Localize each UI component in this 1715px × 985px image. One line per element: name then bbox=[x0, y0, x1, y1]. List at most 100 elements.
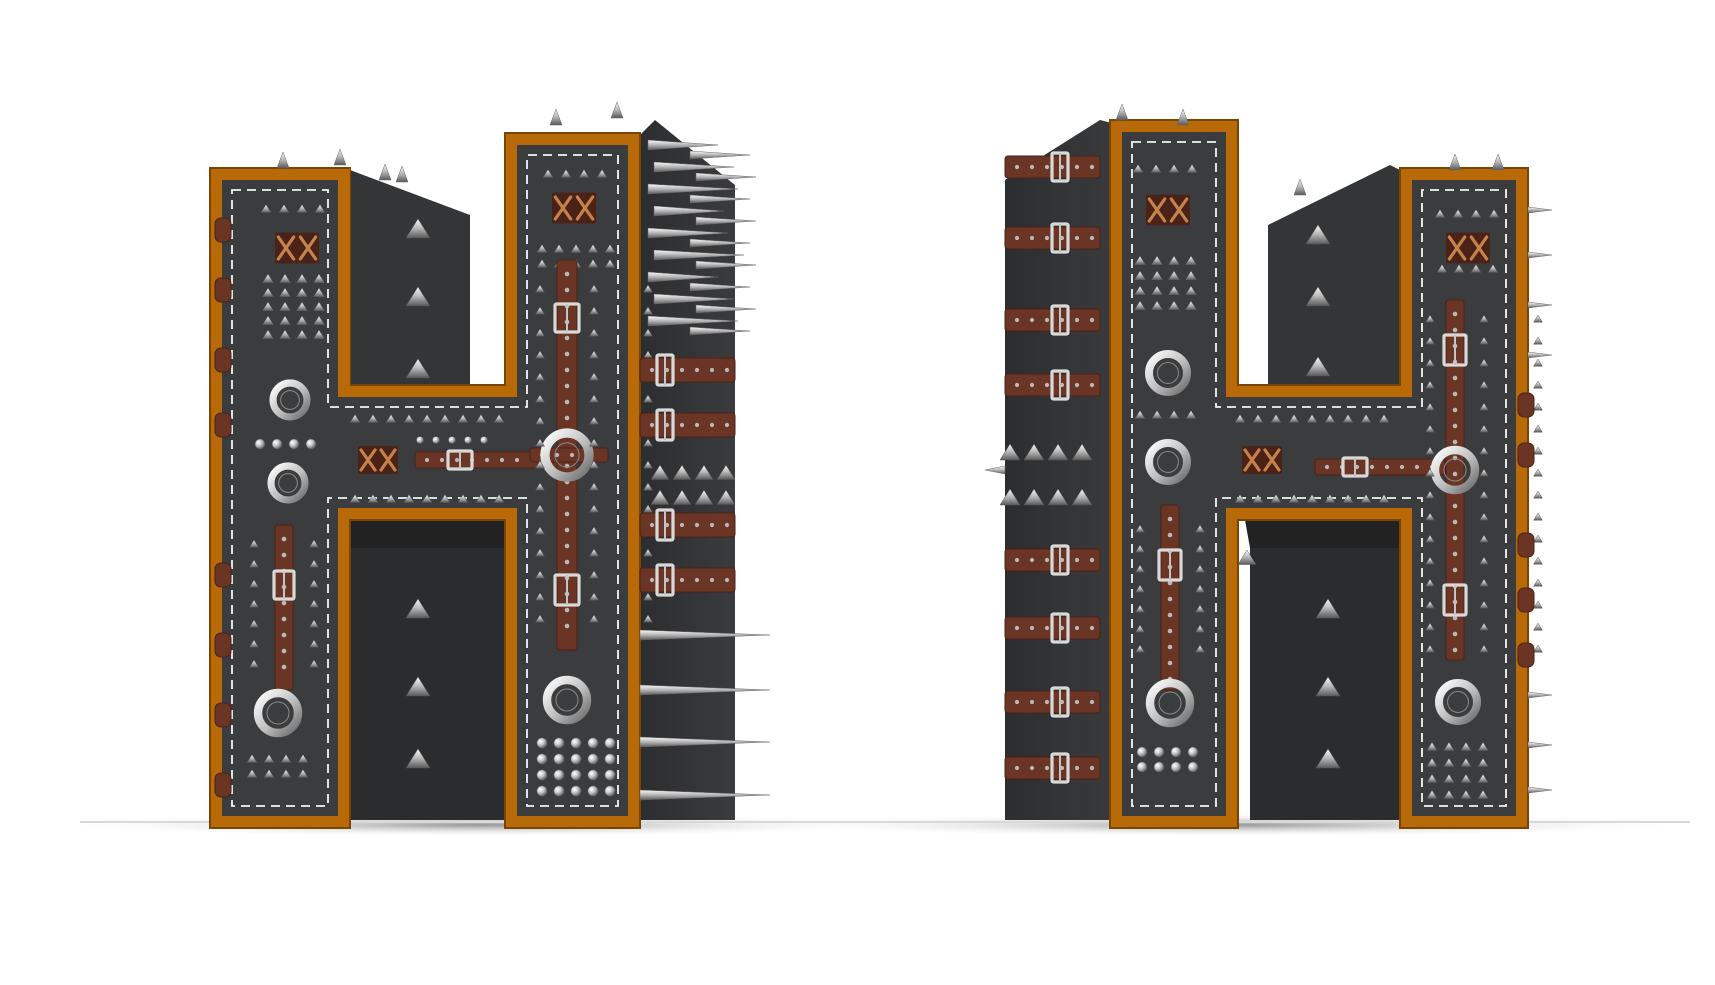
cone-stud bbox=[260, 204, 272, 213]
side-spike bbox=[1527, 206, 1553, 214]
strap-hole bbox=[1167, 580, 1173, 586]
cone-stud bbox=[1425, 556, 1435, 565]
top-spike bbox=[378, 163, 392, 181]
cone-stud bbox=[694, 464, 714, 480]
cone-stud bbox=[1168, 270, 1180, 280]
cone-stud bbox=[1305, 286, 1331, 307]
strap-hole bbox=[1074, 382, 1080, 388]
cone-stud bbox=[1477, 741, 1489, 751]
cone-stud bbox=[309, 639, 319, 648]
cone-stud bbox=[249, 619, 259, 628]
cone-stud bbox=[457, 414, 469, 423]
cone-stud bbox=[309, 619, 319, 628]
side-spike bbox=[639, 629, 771, 641]
cone-stud bbox=[405, 218, 431, 239]
strap-hole bbox=[454, 457, 460, 463]
stud bbox=[570, 785, 582, 797]
cone-stud bbox=[313, 301, 325, 311]
strap-hole bbox=[1452, 519, 1458, 525]
side-loop bbox=[1517, 587, 1535, 613]
cone-stud bbox=[1533, 468, 1543, 477]
cone-stud bbox=[1479, 556, 1489, 565]
cone-stud bbox=[1479, 468, 1489, 477]
side-loop bbox=[1517, 392, 1535, 418]
cone-stud bbox=[405, 286, 431, 307]
strap-hole bbox=[1452, 423, 1458, 429]
strap-hole bbox=[281, 616, 287, 622]
cone-stud bbox=[263, 769, 275, 778]
cone-stud bbox=[650, 489, 670, 505]
cone-stud bbox=[1305, 224, 1331, 245]
cone-stud bbox=[1425, 512, 1435, 521]
cone-stud bbox=[1479, 336, 1489, 345]
strap-hole bbox=[1014, 317, 1020, 323]
stud bbox=[570, 769, 582, 781]
cone-stud bbox=[1470, 264, 1482, 273]
strap-hole bbox=[1452, 551, 1458, 557]
cone-stud bbox=[1185, 300, 1197, 310]
cone-stud bbox=[1135, 604, 1145, 613]
cone-stud bbox=[1342, 414, 1354, 423]
strap-hole bbox=[1452, 631, 1458, 637]
strap-hole bbox=[281, 648, 287, 654]
stud bbox=[1187, 761, 1199, 773]
strap-hole bbox=[1452, 327, 1458, 333]
cone-stud bbox=[1071, 488, 1093, 506]
strap-hole bbox=[564, 527, 570, 533]
cone-stud bbox=[1270, 494, 1282, 503]
strap-hole bbox=[1014, 382, 1020, 388]
cone-stud bbox=[1234, 494, 1246, 503]
strap-hole bbox=[1089, 699, 1095, 705]
side-loop bbox=[214, 562, 232, 588]
cone-stud bbox=[1150, 164, 1162, 173]
side-loop bbox=[1517, 532, 1535, 558]
side-loop bbox=[214, 347, 232, 373]
stud bbox=[604, 785, 616, 797]
ring-inner bbox=[278, 473, 298, 493]
cone-stud bbox=[279, 301, 291, 311]
side-spike bbox=[695, 216, 757, 226]
top-spike bbox=[1491, 153, 1505, 171]
cone-stud bbox=[1252, 414, 1264, 423]
stud bbox=[553, 737, 565, 749]
cone-stud bbox=[1168, 164, 1180, 173]
top-spike bbox=[333, 148, 347, 166]
lace bbox=[276, 235, 296, 261]
cone-stud bbox=[1425, 534, 1435, 543]
cone-stud bbox=[405, 358, 431, 379]
stud bbox=[553, 753, 565, 765]
cone-stud bbox=[439, 414, 451, 423]
cone-stud bbox=[716, 464, 736, 480]
inner-ceiling bbox=[338, 520, 510, 548]
strap-hole bbox=[1044, 699, 1050, 705]
metal-ring bbox=[1435, 679, 1481, 725]
strap-hole bbox=[564, 543, 570, 549]
lacing-patch bbox=[552, 192, 596, 224]
strap-hole bbox=[1014, 765, 1020, 771]
cone-stud bbox=[313, 287, 325, 297]
cone-stud bbox=[1185, 270, 1197, 280]
stud bbox=[1136, 746, 1148, 758]
strap-hole bbox=[281, 632, 287, 638]
side-spike bbox=[653, 249, 745, 261]
side-spike bbox=[653, 161, 735, 173]
cone-stud bbox=[493, 414, 505, 423]
cone-stud bbox=[1425, 314, 1435, 323]
strap-hole bbox=[1089, 557, 1095, 563]
cone-stud bbox=[587, 244, 599, 253]
side-spike bbox=[639, 736, 771, 748]
cone-stud bbox=[297, 754, 309, 763]
cone-stud bbox=[1151, 255, 1163, 265]
cone-stud bbox=[1151, 270, 1163, 280]
strap-hole bbox=[724, 522, 730, 528]
cone-stud bbox=[1185, 255, 1197, 265]
cone-stud bbox=[1168, 255, 1180, 265]
cone-stud bbox=[999, 488, 1021, 506]
cone-stud bbox=[534, 394, 546, 403]
cone-stud bbox=[642, 482, 654, 491]
stud bbox=[464, 436, 472, 444]
cone-stud bbox=[1151, 285, 1163, 295]
cone-stud bbox=[672, 464, 692, 480]
strap-hole bbox=[1074, 317, 1080, 323]
cone-stud bbox=[349, 414, 361, 423]
